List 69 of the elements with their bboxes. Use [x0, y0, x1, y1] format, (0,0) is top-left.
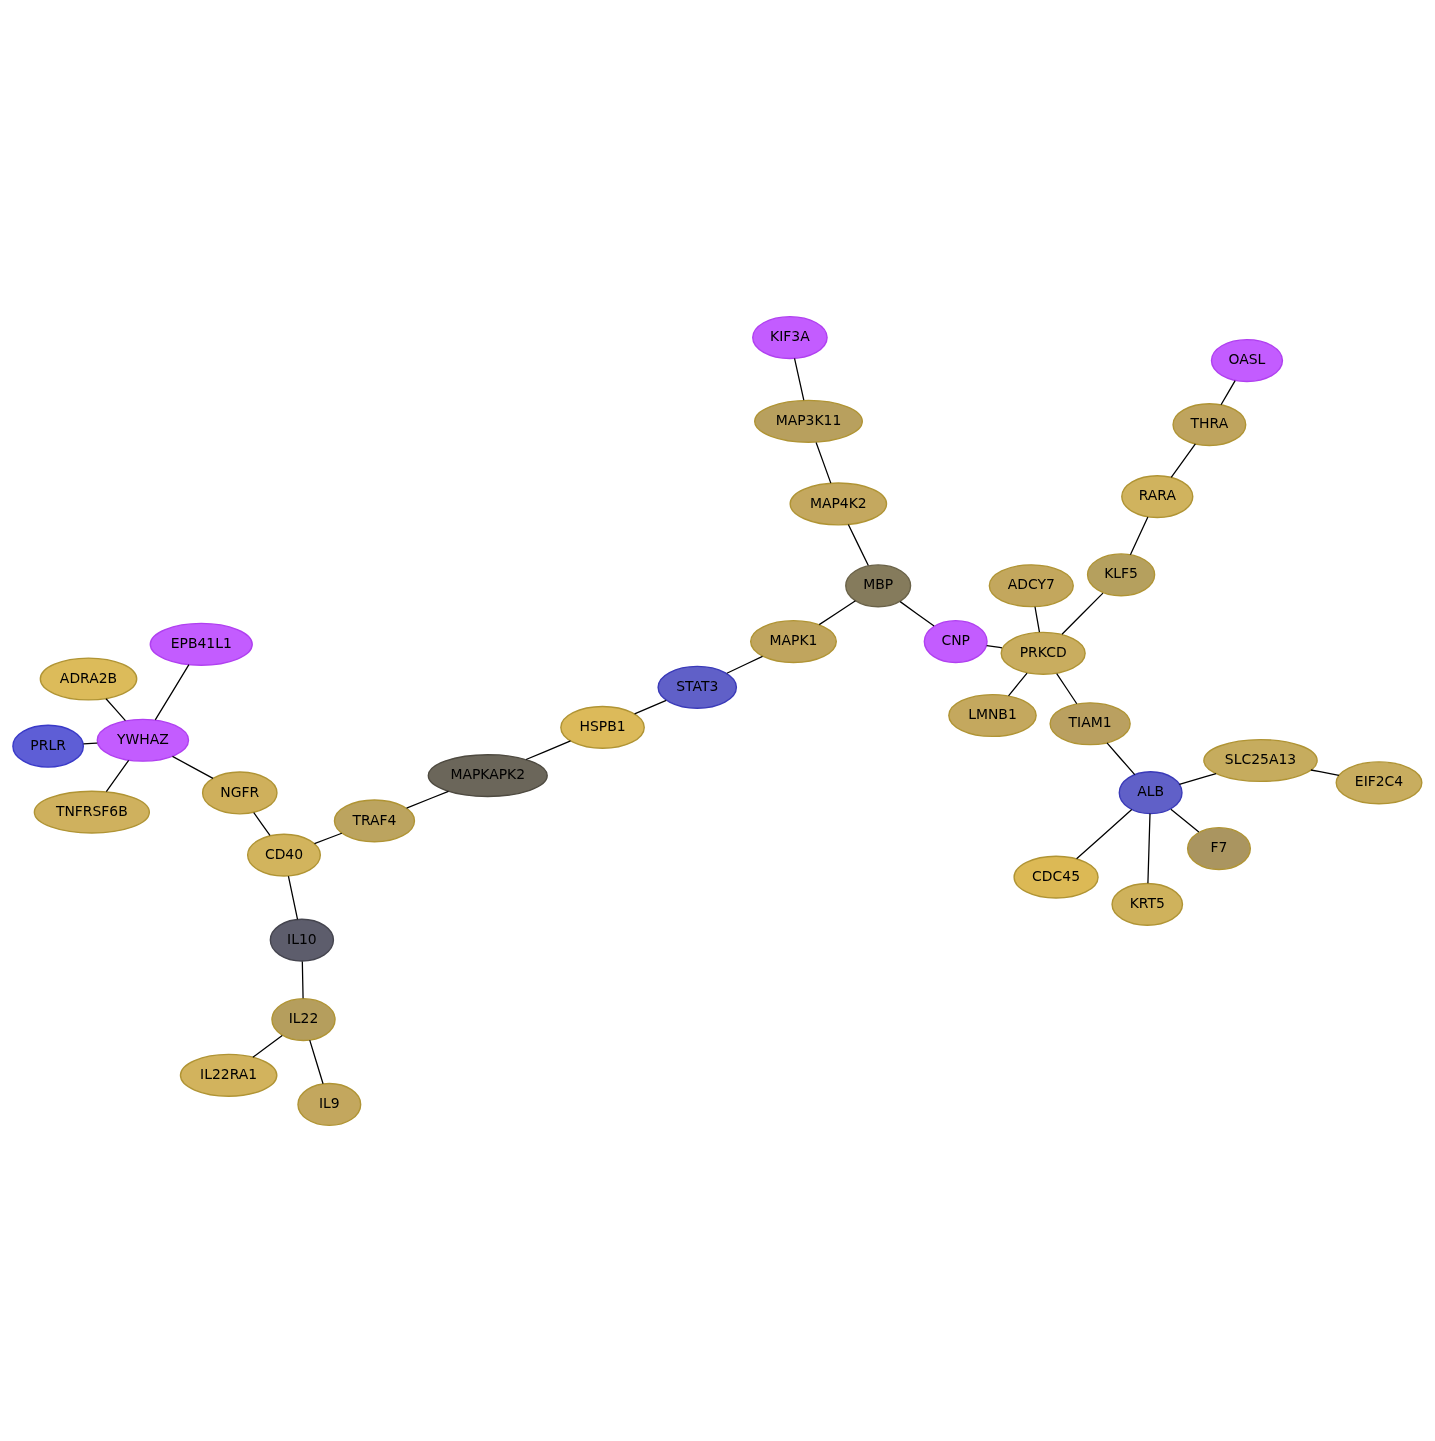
- connector: [252, 1034, 283, 1058]
- node-ellipse: MAP3K11: [754, 399, 863, 443]
- node-ellipse: KRT5: [1111, 882, 1184, 926]
- node-ellipse: ADCY7: [988, 563, 1074, 607]
- connector: [253, 811, 271, 836]
- connector: [1310, 768, 1340, 776]
- connector: [899, 600, 935, 627]
- node-ellipse: NGFR: [201, 770, 278, 815]
- connector: [1061, 591, 1104, 635]
- node-ellipse: EPB41L1: [149, 622, 253, 666]
- node-ellipse: SLC25A13: [1203, 738, 1318, 782]
- connector: [405, 790, 450, 809]
- node-ellipse: TRAF4: [333, 798, 416, 842]
- node-ellipse: ADRA2B: [39, 656, 138, 701]
- connector: [309, 1038, 324, 1084]
- node-ellipse: MAPK1: [750, 619, 837, 663]
- connector: [313, 832, 343, 844]
- connector: [1056, 672, 1078, 704]
- connector: [793, 357, 805, 401]
- node-ellipse: HSPB1: [560, 705, 645, 749]
- node-ellipse: RARA: [1121, 474, 1194, 518]
- connector: [986, 644, 1003, 648]
- connector: [171, 755, 214, 779]
- node-ellipse: KLF5: [1086, 552, 1156, 596]
- node-ellipse: MAP4K2: [789, 481, 888, 526]
- node-ellipse: CDC45: [1013, 855, 1099, 899]
- node-ellipse: MAPKAPK2: [427, 753, 548, 797]
- connector: [818, 599, 857, 625]
- node-ellipse: PRLR: [12, 724, 85, 768]
- node-ellipse: F7: [1186, 826, 1252, 870]
- node-ellipse: MBP: [845, 563, 912, 607]
- node-ellipse: TNFRSF6B: [33, 790, 151, 834]
- connector: [1147, 812, 1151, 884]
- connector: [105, 759, 130, 792]
- connector: [1170, 442, 1196, 478]
- node-ellipse: IL10: [269, 918, 335, 962]
- connector: [1106, 741, 1136, 775]
- connector: [1178, 772, 1217, 785]
- connector: [815, 441, 832, 484]
- connector: [105, 697, 127, 721]
- connector: [1220, 379, 1236, 405]
- node-ellipse: KIF3A: [752, 315, 828, 359]
- connector: [1129, 515, 1149, 555]
- connector: [287, 875, 299, 920]
- connector: [525, 739, 572, 760]
- node-ellipse: THRA: [1172, 402, 1247, 446]
- node-ellipse: EIF2C4: [1335, 760, 1423, 804]
- node-ellipse: IL22: [271, 997, 336, 1041]
- node-ellipse: IL22RA1: [179, 1053, 278, 1097]
- node-ellipse: IL9: [297, 1082, 362, 1126]
- node-ellipse: PRKCD: [1000, 631, 1086, 675]
- connector: [82, 741, 98, 745]
- node-ellipse: ALB: [1118, 770, 1183, 814]
- node-ellipse: STAT3: [657, 665, 738, 709]
- connector: [1034, 605, 1041, 633]
- connector: [1007, 671, 1028, 696]
- node-ellipse: CD40: [246, 833, 322, 877]
- connector: [726, 655, 764, 674]
- node-ellipse: OASL: [1210, 338, 1284, 382]
- connector: [847, 523, 869, 566]
- connector: [633, 699, 667, 714]
- connector: [1170, 808, 1200, 833]
- node-ellipse: YWHAZ: [96, 718, 190, 762]
- node-ellipse: TIAM1: [1049, 701, 1131, 745]
- connector: [154, 663, 190, 721]
- node-ellipse: CNP: [923, 619, 988, 663]
- connector: [301, 960, 304, 999]
- connector: [1075, 808, 1133, 859]
- node-ellipse: LMNB1: [948, 693, 1037, 737]
